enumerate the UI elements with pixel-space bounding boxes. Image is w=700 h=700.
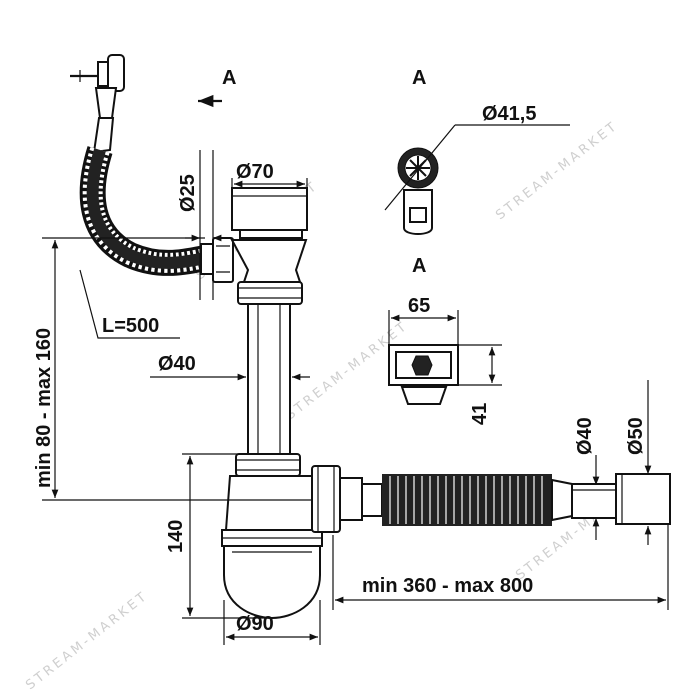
view-marker-bottom: A (412, 255, 426, 277)
view-a-top-detail (384, 124, 570, 235)
label-w65: 65 (408, 295, 430, 317)
label-d41-5: Ø41,5 (482, 103, 536, 125)
view-marker-top: A (412, 67, 426, 89)
overflow-assembly (70, 54, 125, 154)
view-marker-main: A (222, 67, 236, 89)
outlet-hose (361, 473, 671, 526)
watermarks: STREAM-MARKET STREAM-MARKET STREAM-MARKE… (23, 118, 641, 693)
siphon-body (221, 187, 363, 620)
label-d40-vertical: Ø40 (158, 353, 196, 375)
label-h41: 41 (469, 403, 491, 425)
label-d25: Ø25 (177, 174, 199, 212)
watermark-2: STREAM-MARKET (493, 118, 621, 223)
label-d70: Ø70 (236, 161, 274, 183)
watermark-5: STREAM-MARKET (23, 588, 151, 693)
label-height-range: min 80 - max 160 (33, 328, 55, 488)
dimension-lines (42, 150, 669, 645)
label-l500: L=500 (102, 315, 159, 337)
label-d40-right: Ø40 (574, 417, 596, 455)
label-d50: Ø50 (625, 417, 647, 455)
label-length-range: min 360 - max 800 (362, 575, 533, 597)
label-h140: 140 (165, 520, 187, 553)
view-a-bottom-detail (388, 310, 502, 405)
overflow-hose (79, 146, 234, 283)
label-d90: Ø90 (236, 613, 274, 635)
